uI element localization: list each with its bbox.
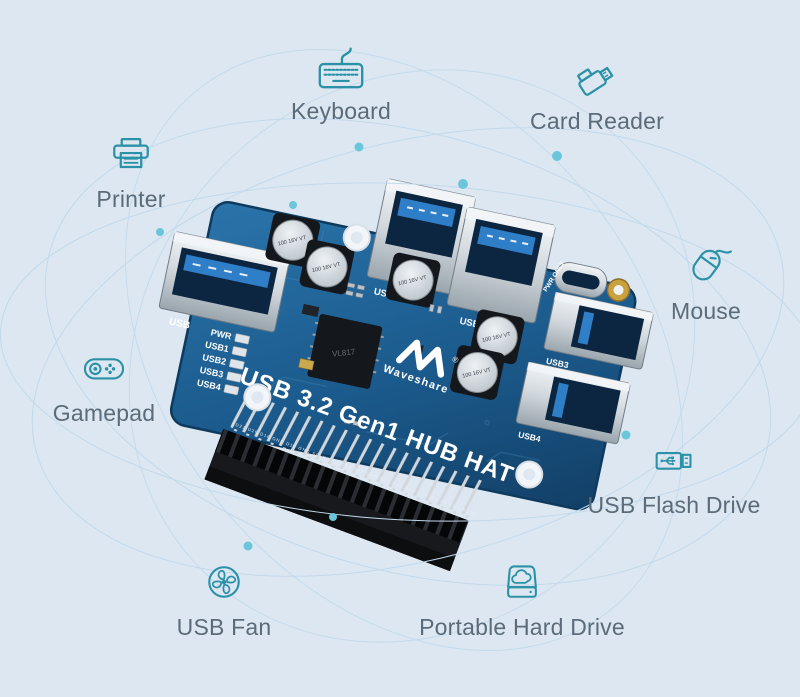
peripheral-label: Gamepad (52, 400, 156, 426)
card-reader-icon (577, 66, 614, 96)
peripheral-label: Keyboard (290, 98, 392, 124)
keyboard-icon (318, 47, 364, 89)
peripheral-mouse: Mouse (636, 236, 776, 325)
mouse-icon (692, 249, 732, 281)
peripheral-printer: Printer (61, 128, 201, 213)
fan-icon (208, 566, 240, 598)
peripheral-label: Portable Hard Drive (419, 614, 625, 640)
peripheral-label: Printer (96, 186, 166, 212)
usb-port-left-label: USB (168, 316, 191, 331)
peripheral-usb-fan: USB Fan (154, 556, 294, 641)
peripheral-label: Card Reader (530, 108, 664, 134)
peripheral-portable-hard-drive: Portable Hard Drive (402, 556, 642, 641)
peripheral-label: USB Flash Drive (587, 492, 761, 518)
peripheral-usb-flash-drive: USB Flash Drive (584, 434, 764, 519)
gamepad-icon (83, 358, 125, 380)
usb-flash-drive-icon (655, 452, 692, 470)
printer-icon (113, 138, 149, 169)
peripheral-gamepad: Gamepad (34, 342, 174, 427)
hard-drive-icon (507, 565, 537, 598)
peripheral-label: Mouse (670, 298, 742, 324)
peripheral-card-reader: Card Reader (527, 50, 667, 135)
peripheral-keyboard: Keyboard (271, 40, 411, 125)
peripheral-label: USB Fan (176, 614, 272, 640)
